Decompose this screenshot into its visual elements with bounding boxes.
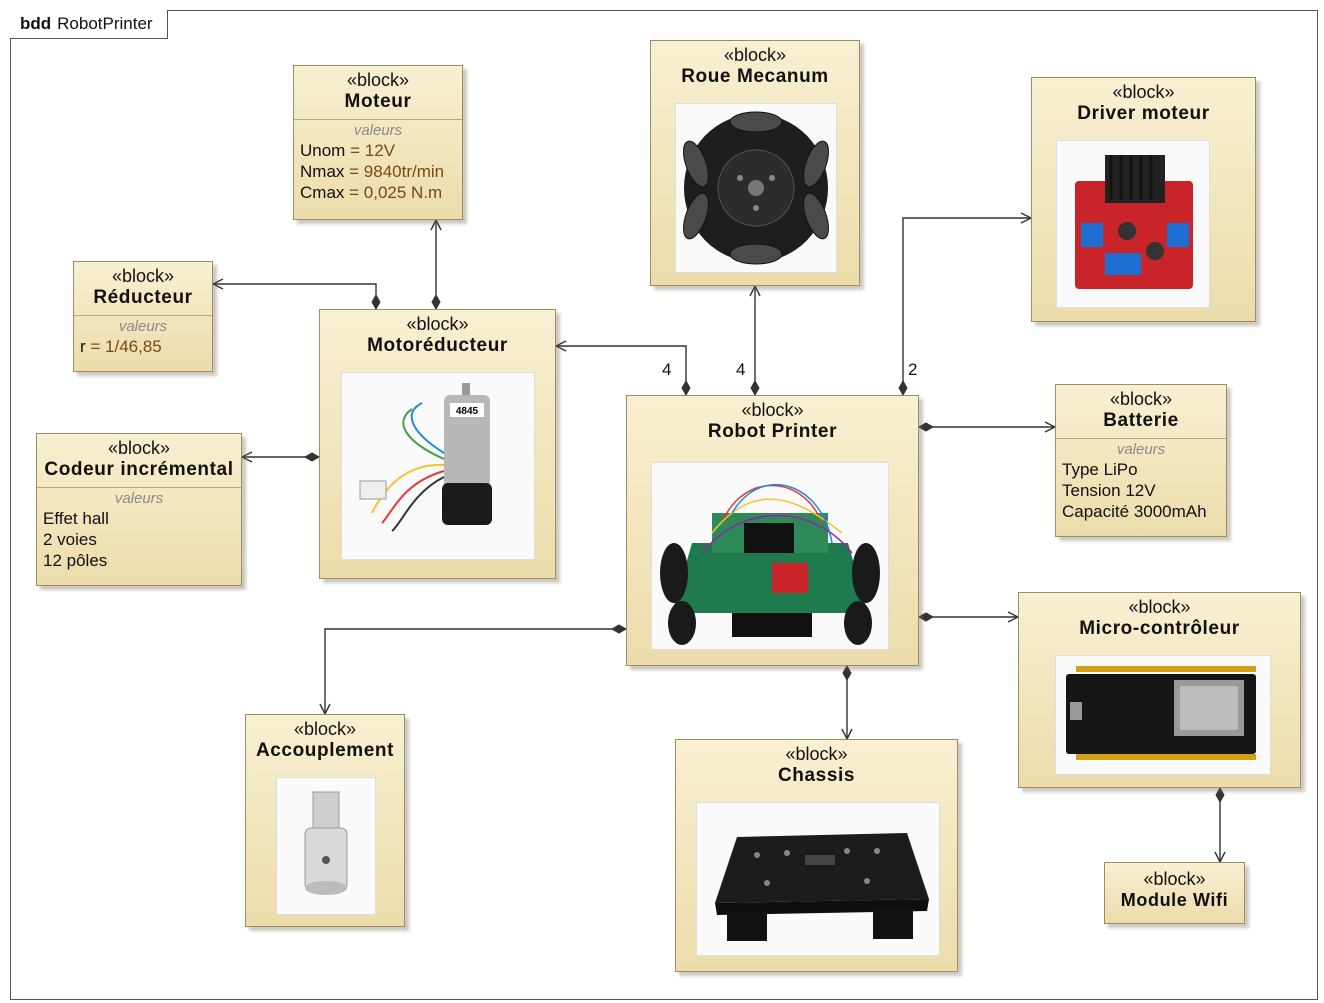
block-reducteur[interactable]: «block» Réducteur valeurs r = 1/46,85 [73,261,213,372]
block-name: Moteur [344,91,412,112]
values-compartment: valeurs Effet hall 2 voies 12 pôles [37,487,241,571]
block-name: Driver moteur [1077,103,1210,124]
stereotype: «block» [1128,597,1191,617]
stereotype: «block» [107,438,171,458]
value-key: r [80,337,86,356]
multiplicity-driver: 2 [908,360,918,379]
value-row: Cmax = 0,025 N.m [300,183,443,202]
stereotype: «block» [1112,82,1175,102]
stereotype: «block» [346,70,410,90]
stereotype: «block» [293,719,357,739]
stereotype: «block» [111,266,175,286]
block-motoreducteur[interactable]: «block» Motoréducteur 4845 [319,309,556,579]
block-robot-printer[interactable]: «block» Robot Printer [626,395,919,666]
block-accouplement[interactable]: «block» Accouplement [245,714,405,927]
block-driver-moteur[interactable]: «block» Driver moteur [1031,77,1256,322]
coupling-image [276,777,376,915]
values-compartment: valeurs r = 1/46,85 [74,315,212,357]
stereotype: «block» [406,314,469,334]
value-row: Unom = 12V [300,141,395,160]
chassis-image [696,802,940,956]
values-header: valeurs [118,318,168,335]
value-key: Unom [300,141,346,160]
block-name: Batterie [1103,410,1179,431]
esp32-board-image [1055,655,1271,775]
link-robot-driver [903,218,1031,395]
value-row: r = 1/46,85 [80,337,162,356]
value-val: 9840tr/min [363,162,445,181]
gearmotor-image: 4845 [341,372,535,560]
block-moteur[interactable]: «block» Moteur valeurs Unom = 12V Nmax =… [293,65,463,220]
stereotype: «block» [1143,869,1206,889]
value-line: Type LiPo [1062,460,1138,479]
diagram-frame [10,10,1318,1000]
values-compartment: valeurs Type LiPo Tension 12V Capacité 3… [1056,438,1226,522]
value-line: Capacité 3000mAh [1062,502,1207,521]
robot-image [651,462,889,650]
svg-text:4845: 4845 [456,406,479,417]
block-module-wifi[interactable]: «block» Module Wifi [1104,862,1245,924]
block-micro-controleur[interactable]: «block» Micro-contrôleur [1018,592,1301,788]
stereotype: «block» [741,400,804,420]
values-header: valeurs [114,490,164,507]
block-roue-mecanum[interactable]: «block» Roue Mecanum [650,40,860,286]
value-val: 12V [364,141,395,160]
block-name: Chassis [777,765,856,786]
driver-board-image [1056,140,1210,308]
block-codeur-incremental[interactable]: «block» Codeur incrémental valeurs Effet… [36,433,242,586]
block-chassis[interactable]: «block» Chassis [675,739,958,972]
value-line: 12 pôles [43,551,108,570]
frame-tab: bdd RobotPrinter [10,10,168,39]
value-val: 1/46,85 [105,337,162,356]
values-compartment: valeurs Unom = 12V Nmax = 9840tr/min Cma… [294,119,462,203]
block-name: Module Wifi [1120,890,1229,910]
multiplicity-motoreducteur: 4 [662,360,672,379]
block-name: Réducteur [93,287,193,308]
stereotype: «block» [723,45,787,65]
values-header: valeurs [353,122,403,139]
value-key: Nmax [300,162,345,181]
value-row: Nmax = 9840tr/min [300,162,445,181]
block-batterie[interactable]: «block» Batterie valeurs Type LiPo Tensi… [1055,384,1227,537]
values-header: valeurs [1116,441,1166,458]
mecanum-wheel-image [675,103,837,273]
value-line: Tension 12V [1062,481,1156,500]
link-robot-motoreducteur [556,346,686,395]
multiplicity-roue: 4 [736,360,746,379]
stereotype: «block» [785,744,848,764]
block-name: Roue Mecanum [681,66,829,87]
value-line: Effet hall [43,509,109,528]
value-line: 2 voies [43,530,97,549]
stereotype: «block» [1109,389,1173,409]
value-val: 0,025 N.m [363,183,443,202]
block-name: Accouplement [255,740,395,761]
link-robot-accouplement [325,629,626,714]
value-key: Cmax [300,183,345,202]
block-name: Motoréducteur [367,335,508,356]
block-name: Codeur incrémental [44,459,234,480]
frame-name: RobotPrinter [57,14,153,33]
block-name: Micro-contrôleur [1079,618,1240,639]
frame-kind: bdd [20,14,52,33]
block-name: Robot Printer [707,421,838,442]
link-motoreducteur-reducteur [213,284,376,309]
